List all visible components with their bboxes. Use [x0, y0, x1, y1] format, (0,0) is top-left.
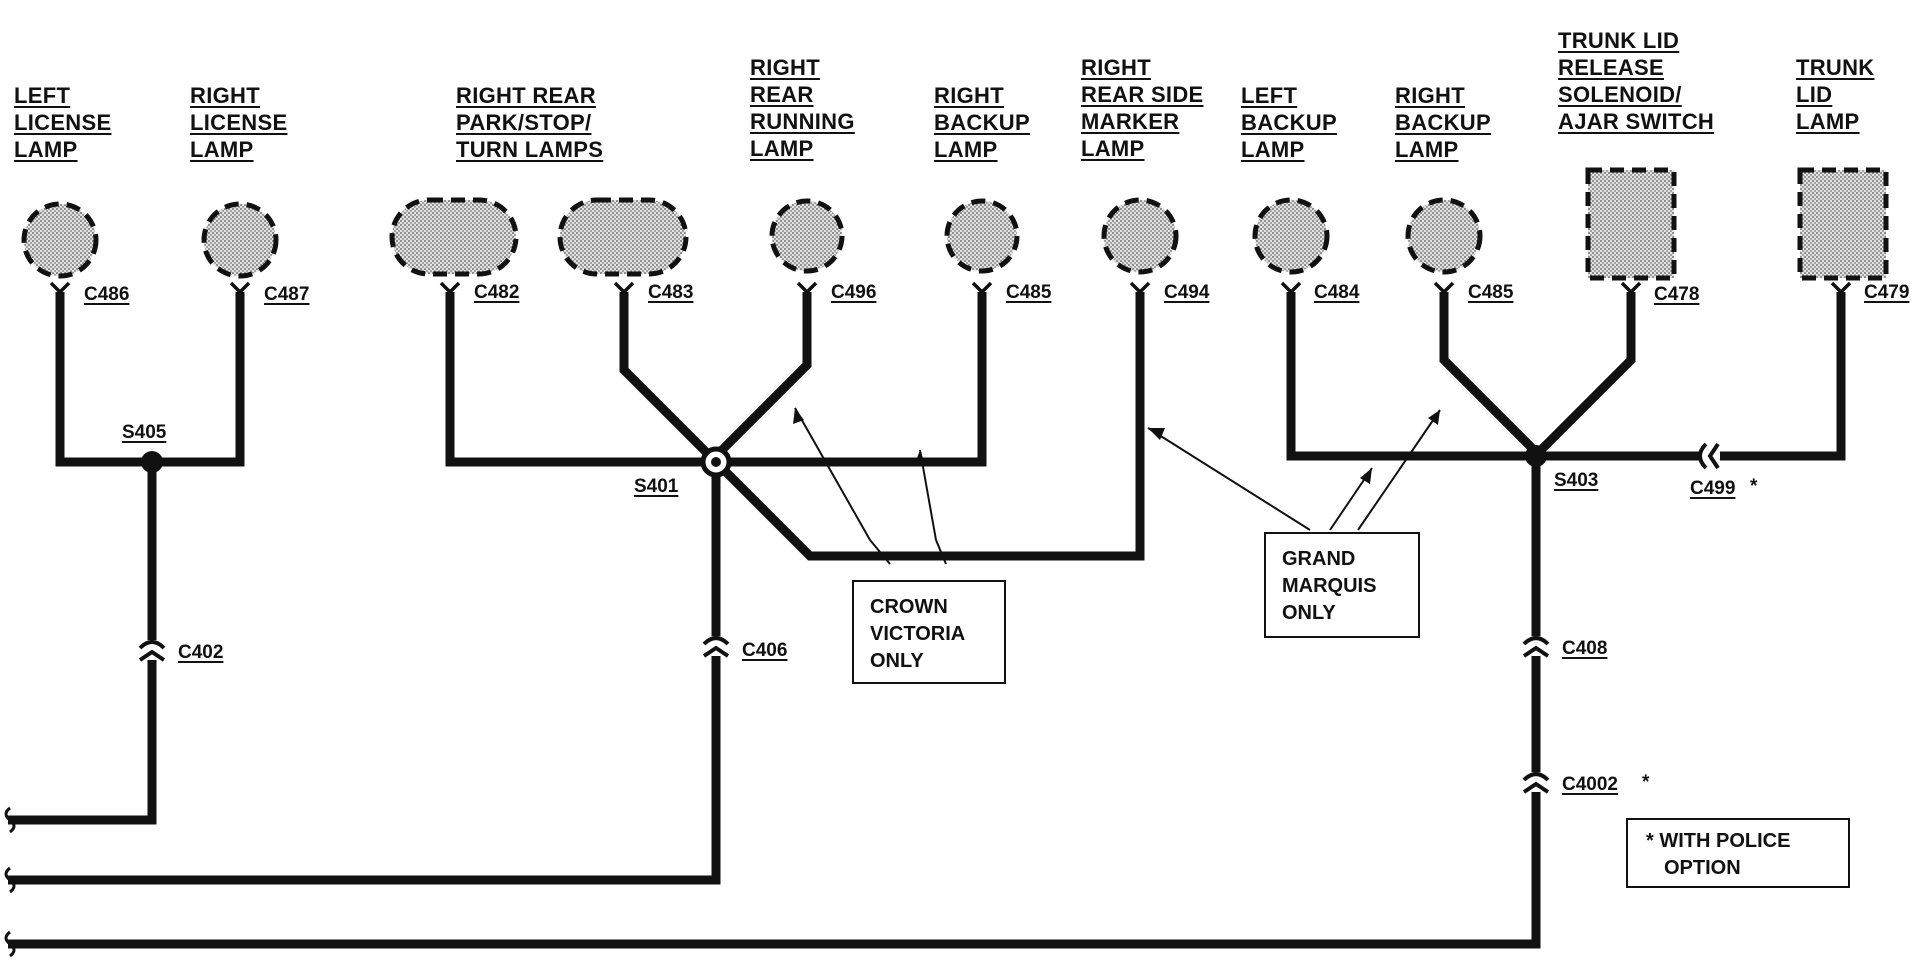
note-crown-victoria-only: CROWN VICTORIA ONLY [852, 580, 1006, 684]
cv-pointer-leader-2 [935, 539, 947, 565]
wire-c402-harness [8, 660, 157, 825]
label-left-backup-lamp: LEFT BACKUP LAMP [1241, 83, 1337, 162]
asterisk-c499: * [1750, 476, 1758, 497]
cv-arrowhead-2-icon [914, 450, 926, 466]
trunk-lid-lamp-icon [1797, 167, 1889, 281]
right-backup-lamp-gm-icon [1405, 197, 1483, 275]
splice-s403: S403 [1554, 470, 1599, 491]
left-backup-lamp-icon [1252, 197, 1330, 275]
label-right-license-lamp: RIGHT LICENSE LAMP [190, 83, 288, 162]
connector-c486: C486 [84, 284, 130, 305]
trunk-lid-release-solenoid-icon [1585, 167, 1677, 281]
gm-pointer-arrow-1 [1147, 427, 1311, 531]
label-right-rear-park-stop-turn: RIGHT REAR PARK/STOP/ TURN LAMPS [456, 83, 604, 162]
wire-c485b-s403 [1439, 292, 1540, 456]
c484-connector-icon [1280, 281, 1302, 295]
connector-c4002: C4002 [1562, 774, 1618, 795]
c499-inline-connector-icon [1698, 442, 1720, 470]
wire-c482-s401 [445, 292, 716, 467]
wire-c485-s401 [716, 292, 987, 467]
wire-c478-s403 [1534, 292, 1636, 457]
gm-pointer-arrow-3 [1357, 409, 1441, 531]
connector-c496: C496 [831, 282, 877, 303]
connector-c485-b: C485 [1468, 282, 1514, 303]
left-license-lamp-icon [21, 201, 99, 279]
c479-connector-icon [1830, 281, 1852, 295]
c482-connector-icon [439, 281, 461, 295]
connector-c494: C494 [1164, 282, 1210, 303]
wire-c483-s401 [619, 292, 720, 466]
gm-arrowhead-3-icon [1428, 410, 1440, 425]
label-right-backup-lamp-gm: RIGHT BACKUP LAMP [1395, 83, 1491, 162]
label-right-backup-lamp: RIGHT BACKUP LAMP [934, 83, 1030, 162]
connector-c485-a: C485 [1006, 282, 1052, 303]
gm-arrowhead-2-icon [1360, 468, 1372, 484]
c486-connector-icon [49, 281, 71, 295]
label-trunk-lid-release: TRUNK LID RELEASE SOLENOID/ AJAR SWITCH [1558, 28, 1715, 134]
cv-pointer-arrow-1 [794, 407, 871, 541]
c487-connector-icon [229, 281, 251, 295]
note-police-option: * WITH POLICE OPTION [1626, 818, 1850, 888]
connector-c499: C499 [1690, 478, 1736, 499]
c485b-connector-icon [1433, 281, 1455, 295]
wire-c487-s405 [150, 292, 245, 467]
cv-arrowhead-1-icon [793, 408, 804, 424]
right-rear-side-marker-lamp-icon [1101, 197, 1179, 275]
label-right-rear-running-lamp: RIGHT REAR RUNNING LAMP [750, 55, 855, 161]
splice-s405: S405 [122, 422, 167, 443]
harness-break-3-icon [4, 930, 16, 958]
connector-c402: C402 [178, 642, 224, 663]
wire-c499-c479 [1720, 292, 1846, 461]
wire-c406-harness [8, 656, 721, 885]
label-right-rear-side-marker: RIGHT REAR SIDE MARKER LAMP [1081, 55, 1204, 161]
right-license-lamp-icon [201, 201, 279, 279]
connector-c484: C484 [1314, 282, 1360, 303]
connector-c478: C478 [1654, 284, 1700, 305]
gm-arrowhead-1-icon [1148, 428, 1165, 440]
harness-break-2-icon [4, 866, 16, 894]
c408-inline-connector-icon [1522, 636, 1550, 658]
c496-connector-icon [796, 281, 818, 295]
connector-c487: C487 [264, 284, 310, 305]
right-rear-running-lamp-icon [769, 198, 845, 274]
wire-c4002-harness [8, 792, 1541, 949]
splice-s401: S401 [634, 476, 679, 497]
s405-splice-icon [141, 451, 163, 473]
right-backup-lamp-icon [944, 198, 1020, 274]
c494-connector-icon [1129, 281, 1151, 295]
c4002-inline-connector-icon [1522, 772, 1550, 794]
c402-inline-connector-icon [138, 640, 166, 662]
cv-pointer-leader-1 [869, 539, 891, 565]
connector-c479: C479 [1864, 282, 1910, 303]
s403-splice-icon [1525, 445, 1547, 467]
connector-c408: C408 [1562, 638, 1608, 659]
c483-connector-icon [613, 281, 635, 295]
wire-c486-s405 [55, 292, 150, 467]
label-left-license-lamp: LEFT LICENSE LAMP [14, 83, 112, 162]
rr-park-stop-turn-lamp-2-icon [557, 197, 689, 277]
wire-c494-s401 [712, 292, 1145, 561]
wire-c484-s403 [1286, 292, 1536, 461]
asterisk-c4002: * [1642, 772, 1650, 793]
c478-connector-icon [1620, 281, 1642, 295]
s401-splice-dot-icon [711, 457, 721, 467]
c485a-connector-icon [971, 281, 993, 295]
c406-inline-connector-icon [702, 636, 730, 658]
rr-park-stop-turn-lamp-1-icon [389, 197, 519, 277]
connector-c483: C483 [648, 282, 694, 303]
harness-break-1-icon [4, 806, 16, 834]
label-trunk-lid-lamp: TRUNK LID LAMP [1796, 55, 1875, 134]
connector-c406: C406 [742, 640, 788, 661]
note-grand-marquis-only: GRAND MARQUIS ONLY [1264, 532, 1420, 638]
wire-c496-s401 [712, 292, 812, 460]
connector-c482: C482 [474, 282, 520, 303]
